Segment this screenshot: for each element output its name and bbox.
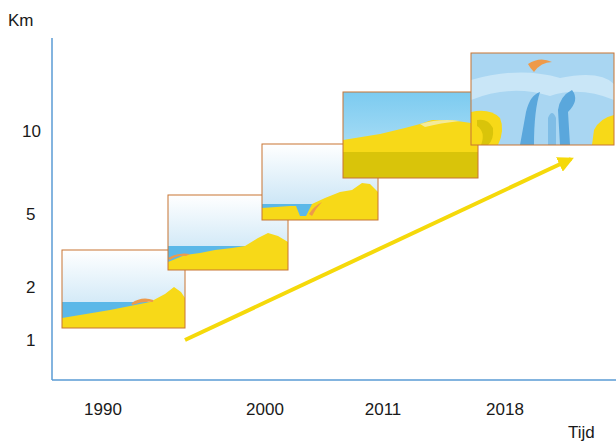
axis-tick: 2011 xyxy=(365,401,402,418)
axis-tick: 2018 xyxy=(486,401,524,418)
panel-frame xyxy=(471,53,614,145)
axis-tick: 1 xyxy=(26,332,35,349)
axis-tick: 2 xyxy=(26,279,35,296)
axis-tick: 5 xyxy=(26,206,35,223)
axis-tick: 1990 xyxy=(84,401,122,418)
panel-frame xyxy=(62,250,185,328)
axis-title: Km xyxy=(8,12,34,29)
axis-tick: 10 xyxy=(22,123,41,140)
panel-frame xyxy=(343,92,478,178)
map-panel xyxy=(471,53,614,145)
coast-panel xyxy=(343,92,478,178)
axes xyxy=(52,38,616,380)
axis-title: Tijd xyxy=(568,424,595,441)
trend-arrow xyxy=(185,159,571,340)
coast-panel xyxy=(62,250,185,328)
axis-tick: 2000 xyxy=(246,401,284,418)
